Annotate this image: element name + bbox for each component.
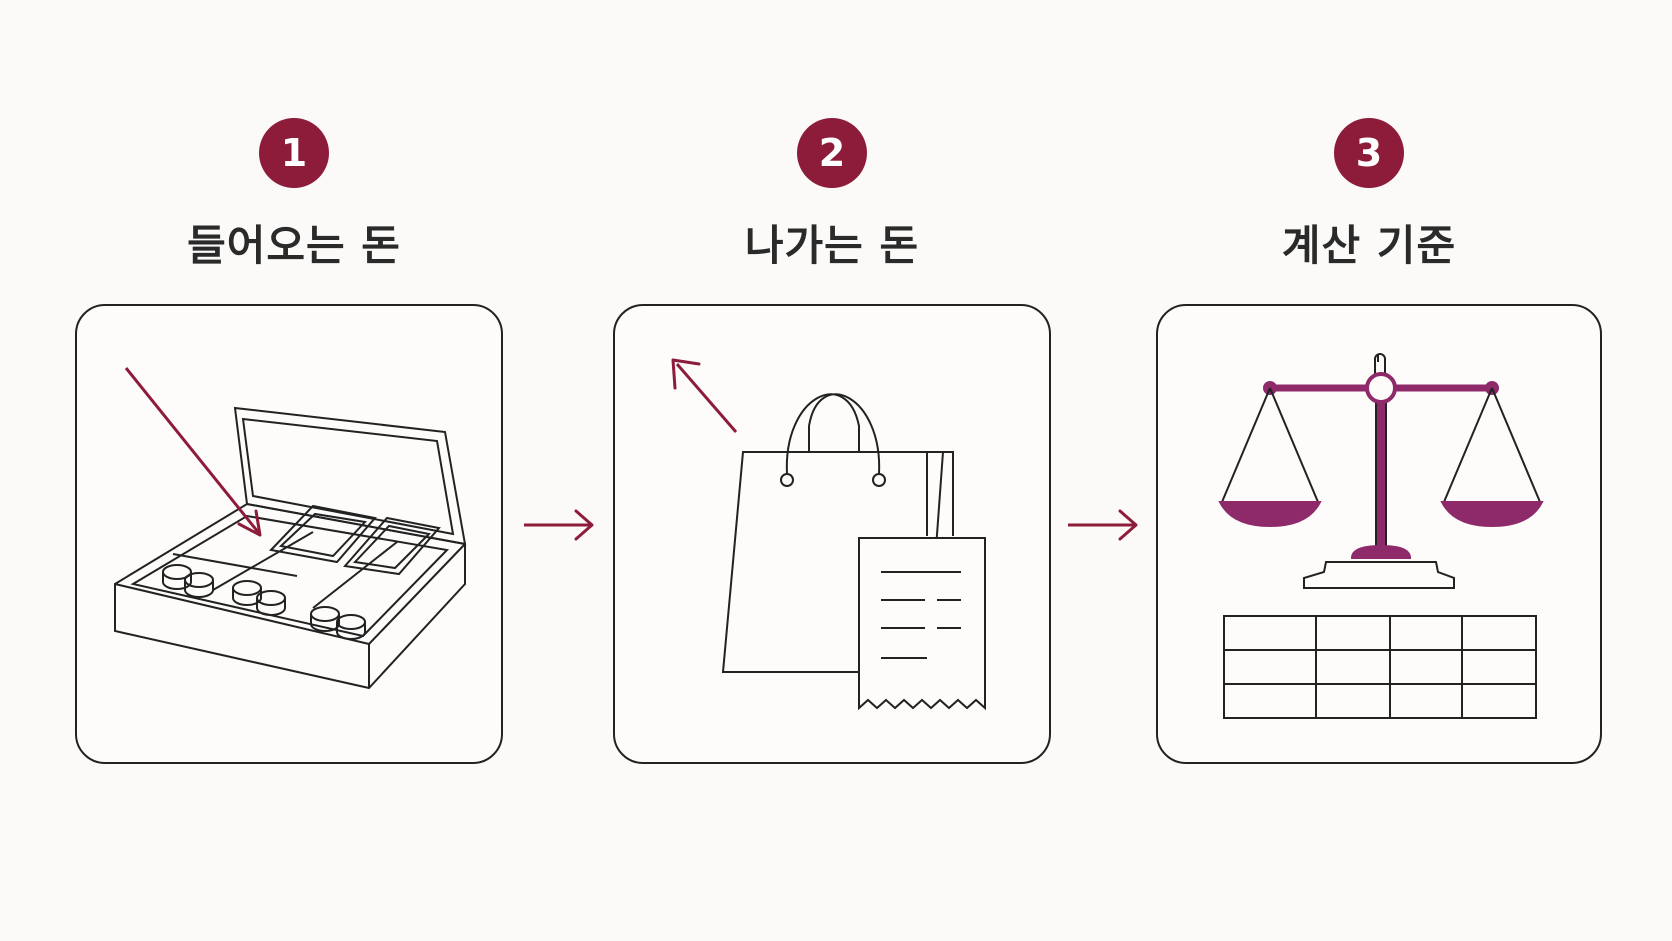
step-2-number-badge: 2	[797, 118, 867, 188]
shopping-bag-receipt-icon	[671, 358, 986, 711]
flow-arrow-icon	[524, 509, 594, 541]
step-3-panel	[1156, 304, 1602, 764]
step-2-panel	[613, 304, 1051, 764]
step-1-title: 들어오는 돈	[187, 221, 401, 270]
outgoing-arrow-icon	[675, 363, 738, 433]
balance-scale-table-icon	[1218, 353, 1544, 719]
cash-box-icon	[114, 367, 467, 690]
step-1-panel	[75, 304, 503, 764]
step-2-title: 나가는 돈	[744, 221, 920, 270]
flow-arrow-icon	[1068, 509, 1138, 541]
step-3-title: 계산 기준	[1281, 221, 1457, 270]
incoming-arrow-icon	[124, 367, 260, 533]
step-1-number-badge: 1	[259, 118, 329, 188]
step-3-number-badge: 3	[1334, 118, 1404, 188]
